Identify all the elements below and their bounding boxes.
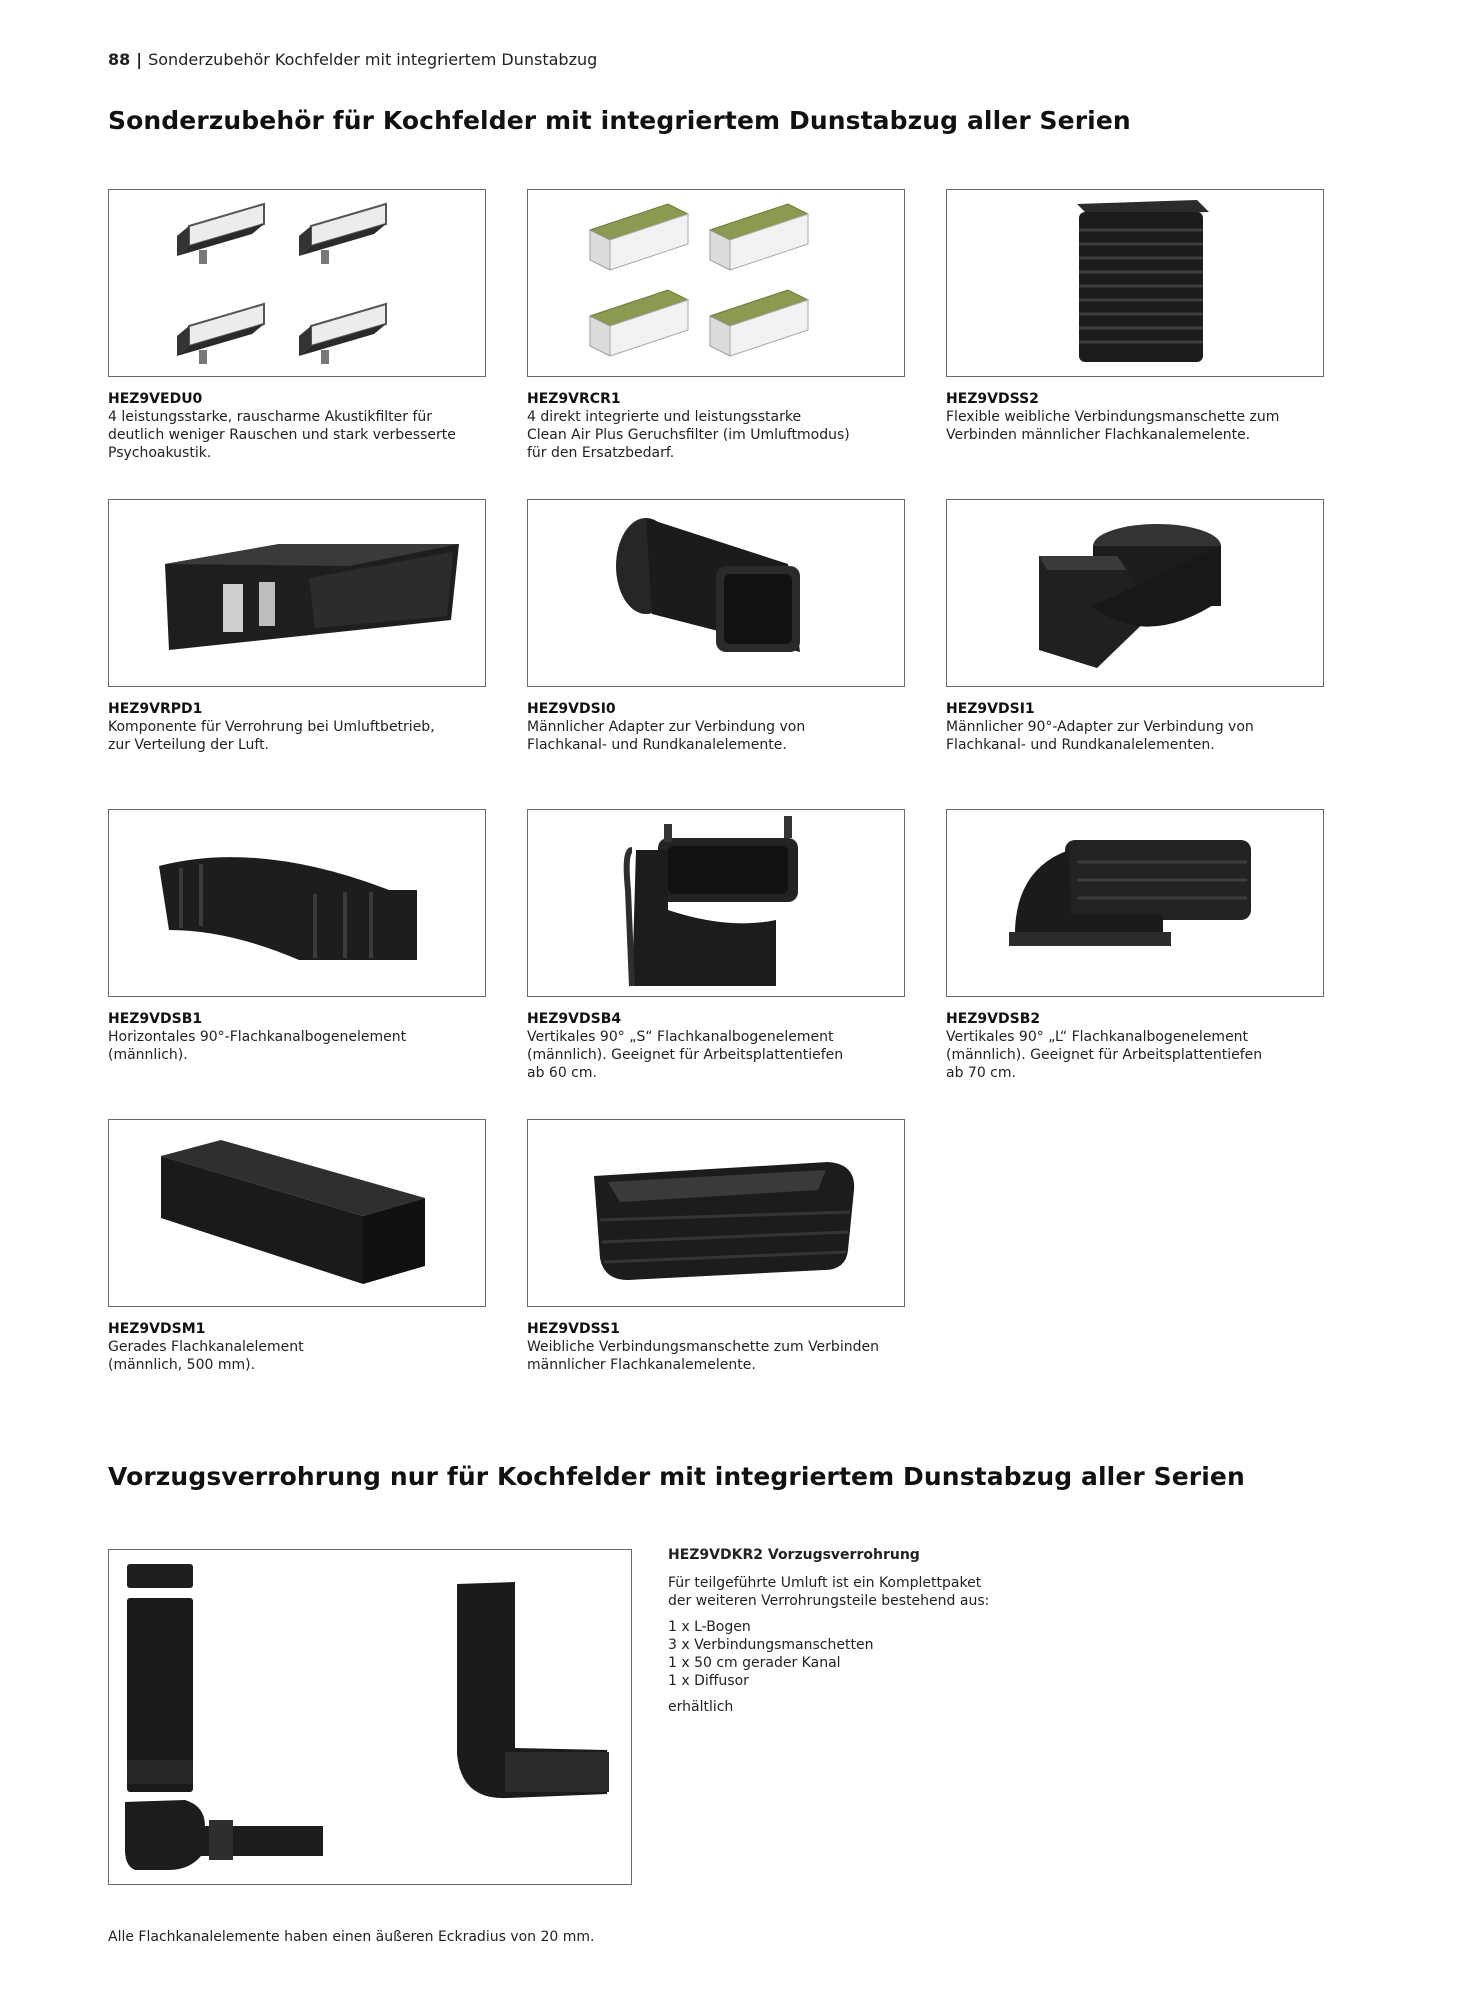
bundle-image	[108, 1549, 632, 1885]
product-card[interactable]: HEZ9VDSS2 Flexible weibliche Verbindungs…	[946, 189, 1324, 499]
section-title-preferred-ducting: Vorzugsverrohrung nur für Kochfelder mit…	[108, 1462, 1245, 1491]
product-image	[946, 809, 1324, 997]
product-image	[527, 499, 905, 687]
horizontal-bend-icon	[159, 857, 417, 960]
list-item: 1 x L-Bogen	[668, 1619, 751, 1635]
odour-filter-icon	[588, 203, 809, 357]
product-card[interactable]: HEZ9VDSI1 Männlicher 90°-Adapter zur Ver…	[946, 499, 1324, 809]
product-card[interactable]: HEZ9VEDU0 4 leistungsstarke, rauscharme …	[108, 189, 486, 499]
product-card[interactable]: HEZ9VRCR1 4 direkt integrierte und leist…	[527, 189, 905, 499]
product-description: 4 leistungsstarke, rauscharme Akustikfil…	[108, 409, 456, 461]
product-description: Flexible weibliche Verbindungsmanschette…	[946, 409, 1280, 443]
bundle-description: HEZ9VDKR2 Vorzugsverrohrung Für teilgefü…	[668, 1546, 1088, 1716]
product-description: Gerades Flachkanalelement (männlich, 500…	[108, 1339, 304, 1373]
product-code: HEZ9VDSS2	[946, 391, 1039, 407]
product-description: Vertikales 90° „L“ Flachkanalbogenelemen…	[946, 1029, 1263, 1081]
product-code: HEZ9VDSM1	[108, 1321, 206, 1337]
footnote: Alle Flachkanalelemente haben einen äuße…	[108, 1929, 595, 1945]
product-image	[108, 189, 486, 377]
product-image	[108, 809, 486, 997]
product-description: Komponente für Verrohrung bei Umluftbetr…	[108, 719, 435, 753]
connecting-sleeve-icon	[594, 1162, 855, 1280]
s-bend-icon	[623, 816, 798, 987]
product-code: HEZ9VDSI0	[527, 701, 616, 717]
bundle-intro: Für teilgeführte Umluft ist ein Komplett…	[668, 1575, 990, 1609]
product-image	[946, 189, 1324, 377]
list-item: 1 x 50 cm gerader Kanal	[668, 1655, 841, 1671]
bundle-code: HEZ9VDKR2 Vorzugsverrohrung	[668, 1547, 920, 1563]
product-description: Vertikales 90° „S“ Flachkanalbogenelemen…	[527, 1029, 844, 1081]
duct-kit-icon	[125, 1564, 609, 1870]
bundle-item-list: 1 x L-Bogen 3 x Verbindungsmanschetten 1…	[668, 1618, 1088, 1690]
acoustic-filter-icon	[176, 202, 387, 365]
section-title-accessories: Sonderzubehör für Kochfelder mit integri…	[108, 106, 1131, 135]
product-image	[527, 809, 905, 997]
product-description: 4 direkt integrierte und leistungsstarke…	[527, 409, 850, 461]
product-code: HEZ9VDSB2	[946, 1011, 1041, 1027]
page-number: 88	[108, 50, 131, 69]
product-image	[108, 1119, 486, 1307]
product-image	[527, 189, 905, 377]
product-description: Horizontales 90°-Flachkanalbogenelement …	[108, 1029, 407, 1063]
air-distributor-icon	[165, 544, 459, 650]
header-title: Sonderzubehör Kochfelder mit integrierte…	[148, 50, 598, 69]
bundle-availability: erhältlich	[668, 1699, 734, 1715]
product-description: Männlicher 90°-Adapter zur Verbindung vo…	[946, 719, 1254, 753]
angle-adapter-icon	[1039, 524, 1221, 668]
product-image	[946, 499, 1324, 687]
product-code: HEZ9VRPD1	[108, 701, 203, 717]
product-image	[108, 499, 486, 687]
list-item: 3 x Verbindungsmanschetten	[668, 1637, 874, 1653]
product-description: Männlicher Adapter zur Verbindung von Fl…	[527, 719, 806, 753]
product-card[interactable]: HEZ9VDSB2 Vertikales 90° „L“ Flachkanalb…	[946, 809, 1324, 1119]
product-code: HEZ9VDSI1	[946, 701, 1035, 717]
product-card[interactable]: HEZ9VDSI0 Männlicher Adapter zur Verbind…	[527, 499, 905, 809]
product-code: HEZ9VDSB4	[527, 1011, 622, 1027]
product-code: HEZ9VRCR1	[527, 391, 621, 407]
product-card[interactable]: HEZ9VDSB1 Horizontales 90°-Flachkanalbog…	[108, 809, 486, 1119]
product-code: HEZ9VDSB1	[108, 1011, 203, 1027]
product-card[interactable]: HEZ9VDSB4 Vertikales 90° „S“ Flachkanalb…	[527, 809, 905, 1119]
straight-duct-icon	[161, 1140, 425, 1284]
straight-adapter-icon	[616, 518, 800, 652]
product-code: HEZ9VEDU0	[108, 391, 203, 407]
product-code: HEZ9VDSS1	[527, 1321, 620, 1337]
product-description: Weibliche Verbindungsmanschette zum Verb…	[527, 1339, 879, 1373]
product-image	[527, 1119, 905, 1307]
flexible-sleeve-icon	[1077, 200, 1209, 362]
product-card[interactable]: HEZ9VDSS1 Weibliche Verbindungsmanschett…	[527, 1119, 905, 1429]
product-card[interactable]: HEZ9VDSM1 Gerades Flachkanalelement (män…	[108, 1119, 486, 1429]
page-header: 88|Sonderzubehör Kochfelder mit integrie…	[108, 50, 598, 69]
list-item: 1 x Diffusor	[668, 1673, 749, 1689]
product-grid: HEZ9VEDU0 4 leistungsstarke, rauscharme …	[108, 189, 1330, 1429]
product-card[interactable]: HEZ9VRPD1 Komponente für Verrohrung bei …	[108, 499, 486, 809]
l-bend-icon	[1009, 840, 1251, 946]
